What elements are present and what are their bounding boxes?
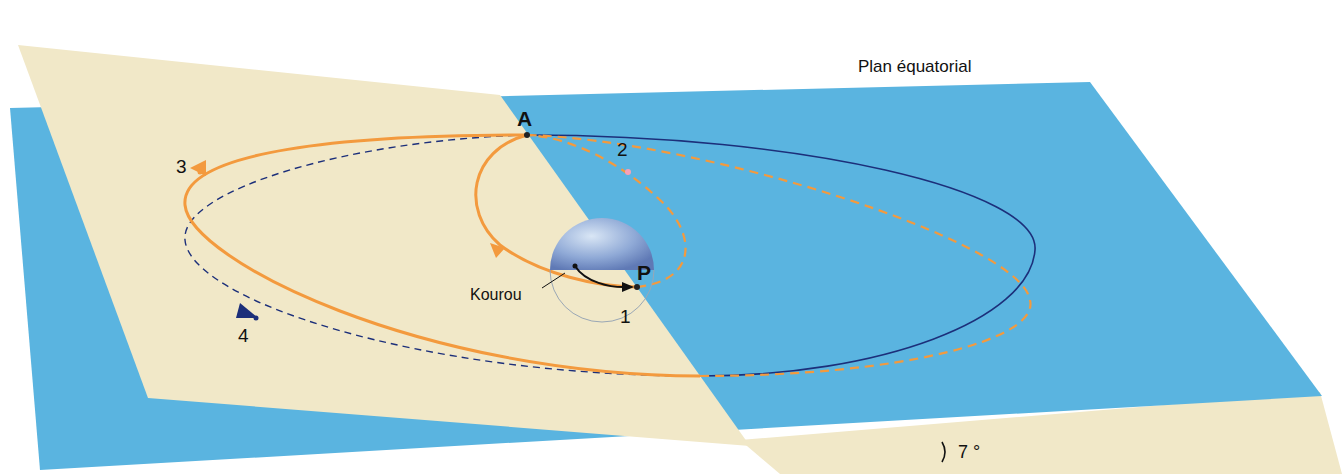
angle-arc [942,442,945,462]
point-label: P [637,262,651,283]
site-label: Kourou [470,287,522,303]
launch-site-dot [573,264,578,269]
plane-label: Plan équatorial [858,58,971,75]
apogee-dot [524,132,530,138]
callout-number: 3 [176,157,187,176]
final-orbit [527,135,1035,376]
point-dot [254,316,259,321]
launch-arrow [622,282,634,292]
leader-line [542,273,565,288]
orbit-arrow [490,243,505,258]
point-dot [198,170,203,175]
orbit-arrow [236,303,258,318]
orbit-plane [18,45,750,446]
angle-label: 7 ° [958,443,980,461]
callout-number: 2 [617,140,628,159]
orbit-arrow [190,160,206,176]
transfer-orbit [527,135,1031,376]
perigee-dot [634,284,640,290]
point-dot [625,169,631,175]
point-label: A [517,108,532,129]
initial-orbit [527,135,686,287]
transfer-orbit [185,135,700,376]
launch-path [575,266,628,287]
callout-number: 1 [620,307,631,326]
callout-number: 4 [238,326,249,345]
final-orbit [185,135,700,376]
